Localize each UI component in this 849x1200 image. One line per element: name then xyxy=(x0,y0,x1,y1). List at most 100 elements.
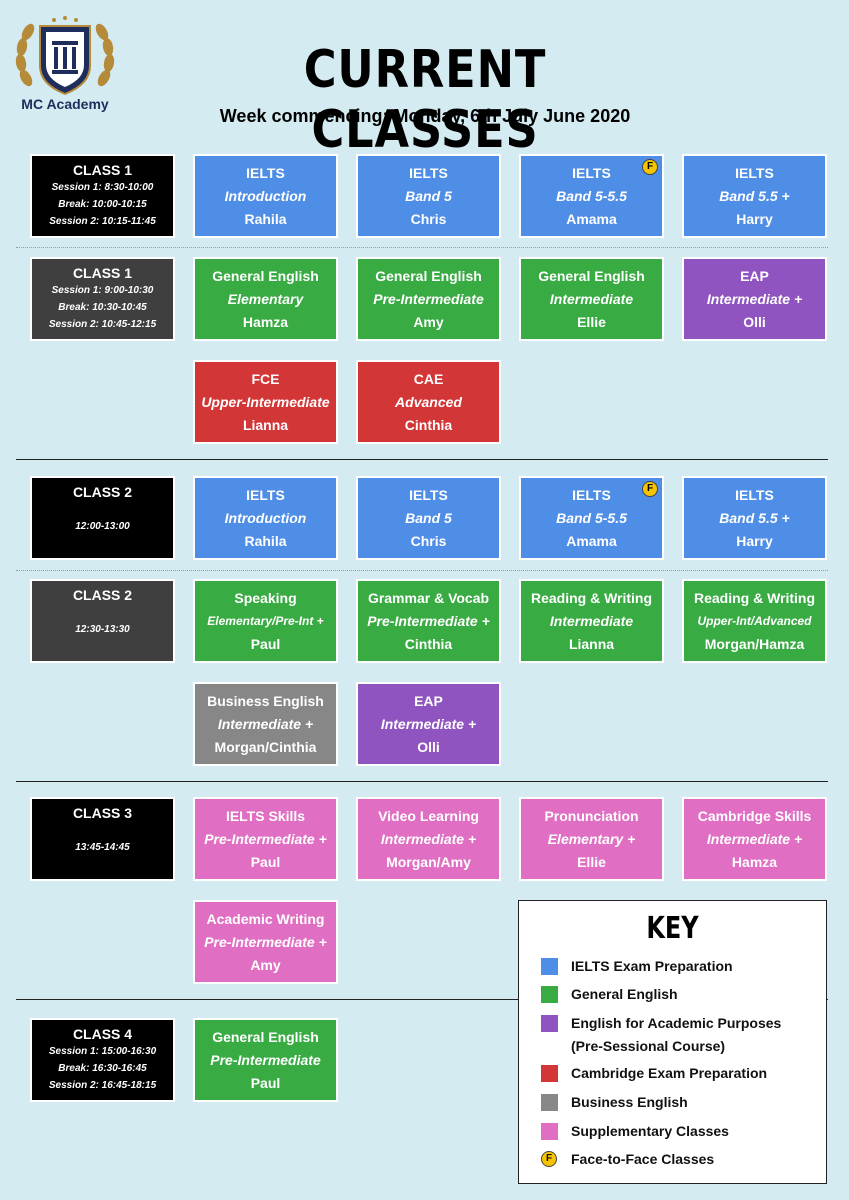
class-level: Intermediate + xyxy=(380,830,477,847)
face-to-face-icon: F xyxy=(642,481,658,497)
class-slot: CLASS 2 12:00-13:00 xyxy=(30,476,175,560)
general-swatch xyxy=(541,986,558,1003)
slot-time: Session 1: 15:00-16:30 xyxy=(48,1046,157,1057)
class-level: Elementary/Pre-Int + xyxy=(207,613,324,628)
class-cell: Grammar & Vocab Pre-Intermediate + Cinth… xyxy=(356,579,501,663)
class-cell: Cambridge Skills Intermediate + Hamza xyxy=(682,797,827,881)
class-subject: Pronunciation xyxy=(544,807,639,824)
slot-name: CLASS 3 xyxy=(72,805,133,821)
section-divider xyxy=(16,459,828,460)
key-item-face-to-face: F Face-to-Face Classes xyxy=(541,1148,714,1171)
class-cell: IELTS Band 5.5 + Harry xyxy=(682,476,827,560)
class-subject: General English xyxy=(538,267,645,284)
slot-time: Session 2: 10:45-12:15 xyxy=(48,319,157,330)
class-cell: Academic Writing Pre-Intermediate + Amy xyxy=(193,900,338,984)
brand-name: MC Academy xyxy=(21,96,109,112)
section-divider xyxy=(16,781,828,782)
class-subject: IELTS xyxy=(246,486,285,503)
class-subject: IELTS xyxy=(735,486,774,503)
class-level: Band 5 xyxy=(405,509,452,526)
class-level: Intermediate xyxy=(549,612,634,629)
class-subject: FCE xyxy=(251,370,280,387)
page-subtitle: Week commencing: Monday, 6th July June 2… xyxy=(219,106,631,126)
class-level: Band 5-5.5 xyxy=(556,187,627,204)
class-teacher: Amama xyxy=(566,532,617,549)
class-subject: CAE xyxy=(413,370,444,387)
ielts-swatch xyxy=(541,958,558,975)
slot-name: CLASS 2 xyxy=(72,484,133,500)
class-cell: IELTS Introduction Rahila xyxy=(193,476,338,560)
class-slot: CLASS 1 Session 1: 9:00-10:30 Break: 10:… xyxy=(30,257,175,341)
supplementary-swatch xyxy=(541,1123,558,1140)
class-level: Advanced xyxy=(395,393,462,410)
class-teacher: Ellie xyxy=(577,853,606,870)
slot-name: CLASS 1 xyxy=(72,265,133,281)
class-cell: Pronunciation Elementary + Ellie xyxy=(519,797,664,881)
class-cell: Reading & Writing Upper-Int/Advanced Mor… xyxy=(682,579,827,663)
class-slot: CLASS 4 Session 1: 15:00-16:30 Break: 16… xyxy=(30,1018,175,1102)
class-subject: IELTS xyxy=(572,486,611,503)
slot-time: 13:45-14:45 xyxy=(75,842,130,853)
slot-name: CLASS 4 xyxy=(72,1026,133,1042)
class-teacher: Paul xyxy=(250,1074,281,1091)
class-cell: General English Pre-Intermediate Amy xyxy=(356,257,501,341)
academy-logo xyxy=(15,16,115,96)
class-cell: Speaking Elementary/Pre-Int + Paul xyxy=(193,579,338,663)
class-level: Upper-Intermediate xyxy=(201,393,330,410)
class-teacher: Chris xyxy=(410,210,447,227)
class-teacher: Morgan/Hamza xyxy=(704,635,805,652)
class-cell: IELTS Introduction Rahila xyxy=(193,154,338,238)
class-cell: FCE Upper-Intermediate Lianna xyxy=(193,360,338,444)
session-divider xyxy=(16,570,828,571)
class-subject: IELTS xyxy=(572,164,611,181)
class-teacher: Rahila xyxy=(244,532,287,549)
class-teacher: Rahila xyxy=(244,210,287,227)
class-cell: IELTS Band 5 Chris xyxy=(356,476,501,560)
class-cell: Reading & Writing Intermediate Lianna xyxy=(519,579,664,663)
slot-time: Break: 16:30-16:45 xyxy=(58,1063,147,1074)
class-slot: CLASS 2 12:30-13:30 xyxy=(30,579,175,663)
class-level: Elementary + xyxy=(547,830,636,847)
class-cell: General English Intermediate Ellie xyxy=(519,257,664,341)
class-level: Band 5 xyxy=(405,187,452,204)
class-cell: IELTS Band 5 Chris xyxy=(356,154,501,238)
legend-key: KEY IELTS Exam Preparation General Engli… xyxy=(518,900,827,1184)
key-item-ielts: IELTS Exam Preparation xyxy=(541,955,733,978)
class-level: Pre-Intermediate xyxy=(373,290,484,307)
class-subject: Video Learning xyxy=(378,807,479,824)
class-subject: Cambridge Skills xyxy=(697,807,812,824)
class-level: Pre-Intermediate + xyxy=(367,612,490,629)
class-subject: Reading & Writing xyxy=(693,589,816,606)
slot-time: 12:00-13:00 xyxy=(75,521,130,532)
face-to-face-icon: F xyxy=(642,159,658,175)
class-subject: Grammar & Vocab xyxy=(367,589,490,606)
class-level: Pre-Intermediate xyxy=(210,1051,321,1068)
class-subject: IELTS Skills xyxy=(225,807,306,824)
class-teacher: Cinthia xyxy=(404,416,453,433)
class-level: Intermediate + xyxy=(217,715,314,732)
page-title: CURRENT CLASSES xyxy=(303,40,547,160)
class-level: Upper-Int/Advanced xyxy=(697,613,812,628)
class-cell: EAP Intermediate + Olli xyxy=(356,682,501,766)
class-level: Band 5.5 + xyxy=(719,187,790,204)
class-cell: F IELTS Band 5-5.5 Amama xyxy=(519,154,664,238)
class-cell: EAP Intermediate + Olli xyxy=(682,257,827,341)
class-teacher: Lianna xyxy=(242,416,289,433)
class-cell: F IELTS Band 5-5.5 Amama xyxy=(519,476,664,560)
slot-time: Session 2: 10:15-11:45 xyxy=(49,216,156,227)
class-cell: Business English Intermediate + Morgan/C… xyxy=(193,682,338,766)
class-subject: EAP xyxy=(414,692,443,709)
class-cell: General English Elementary Hamza xyxy=(193,257,338,341)
class-teacher: Paul xyxy=(250,635,281,652)
class-teacher: Ellie xyxy=(577,313,606,330)
session-divider xyxy=(16,247,828,248)
slot-time: Session 2: 16:45-18:15 xyxy=(48,1080,157,1091)
key-item-supplementary: Supplementary Classes xyxy=(541,1120,729,1143)
slot-time: Session 1: 8:30-10:00 xyxy=(51,182,154,193)
class-teacher: Harry xyxy=(736,532,773,549)
class-cell: General English Pre-Intermediate Paul xyxy=(193,1018,338,1102)
class-subject: Speaking xyxy=(234,589,297,606)
cambridge-swatch xyxy=(541,1065,558,1082)
class-subject: EAP xyxy=(740,267,769,284)
class-teacher: Olli xyxy=(743,313,766,330)
